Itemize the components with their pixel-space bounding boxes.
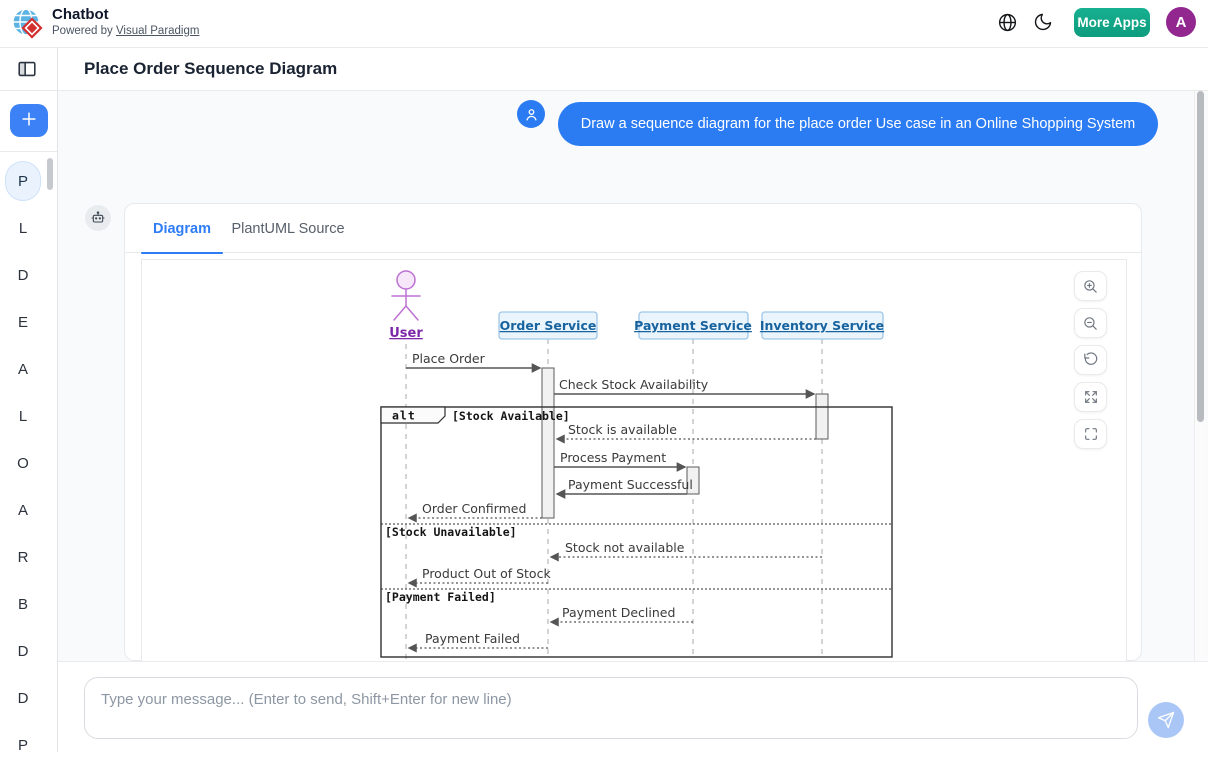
message-label: Stock not available <box>565 540 685 555</box>
sidebar-item-conversation[interactable]: E <box>17 313 28 331</box>
participant-label: Order Service <box>500 318 597 333</box>
sidebar-item-conversation[interactable]: D <box>17 266 29 284</box>
language-globe-icon[interactable] <box>996 12 1018 34</box>
more-apps-button[interactable]: More Apps <box>1074 8 1150 37</box>
message-label: Payment Successful <box>568 477 693 492</box>
diagram-panel: User Order Service Payment Service Inven… <box>141 259 1127 661</box>
message-input[interactable] <box>84 677 1138 739</box>
send-button[interactable] <box>1148 702 1184 738</box>
page-titlebar: Place Order Sequence Diagram <box>58 48 1208 91</box>
actor-user-label: User <box>389 326 423 341</box>
messages: Place Order Check Stock Availability Sto… <box>406 351 822 653</box>
sidebar-item-conversation[interactable]: P <box>5 161 41 201</box>
sidebar-item-conversation[interactable]: D <box>17 642 29 660</box>
new-chat-button[interactable] <box>10 104 48 137</box>
message-label: Payment Declined <box>562 605 675 620</box>
participant-payment-service[interactable]: Payment Service <box>634 311 752 340</box>
reset-view-icon[interactable] <box>1074 345 1107 375</box>
sidebar-item-conversation[interactable]: P <box>17 736 28 754</box>
app-title: Chatbot <box>52 6 109 23</box>
plus-icon <box>22 112 36 126</box>
zoom-in-icon[interactable] <box>1074 271 1107 301</box>
sidebar-item-conversation[interactable]: B <box>17 595 28 613</box>
sidebar: P L D E A L O A R B D D P <box>0 48 58 754</box>
dark-mode-moon-icon[interactable] <box>1032 12 1054 34</box>
bot-message-avatar <box>85 205 111 231</box>
message-label: Stock is available <box>568 422 677 437</box>
tab-plantuml-source[interactable]: PlantUML Source <box>231 220 345 237</box>
participant-label: Inventory Service <box>760 318 884 333</box>
message-label: Payment Failed <box>425 631 520 646</box>
alt-fragment: alt [Stock Available] [Stock Unavailable… <box>380 406 893 658</box>
sidebar-item-conversation[interactable]: A <box>17 501 28 519</box>
participant-inventory-service[interactable]: Inventory Service <box>760 311 884 340</box>
user-message-avatar <box>517 100 545 128</box>
message-label: Process Payment <box>560 450 666 465</box>
sidebar-item-conversation[interactable]: R <box>17 548 29 566</box>
page-title: Place Order Sequence Diagram <box>84 59 338 78</box>
message-label: Order Confirmed <box>422 501 526 516</box>
fragment-operator: alt <box>392 409 416 423</box>
sidebar-top-row <box>0 48 57 91</box>
activation-bars <box>541 367 829 519</box>
sidebar-toggle-icon[interactable] <box>14 57 40 83</box>
zoom-out-icon[interactable] <box>1074 308 1107 338</box>
bot-response-card: Diagram PlantUML Source <box>124 203 1142 661</box>
chat-scrollbar-track[interactable] <box>1194 91 1206 661</box>
powered-by: Powered by Visual Paradigm <box>52 25 200 37</box>
user-account-avatar[interactable]: A <box>1166 7 1196 37</box>
app-logo-icon <box>12 8 43 39</box>
diagram-zoom-toolbar <box>1074 271 1108 456</box>
sidebar-scrollbar-thumb[interactable] <box>47 158 53 190</box>
message-composer <box>58 661 1208 752</box>
main-area: Place Order Sequence Diagram Draw a sequ… <box>58 48 1208 752</box>
message-label: Place Order <box>412 351 486 366</box>
sidebar-divider <box>0 151 57 152</box>
robot-icon <box>91 211 105 223</box>
user-message-bubble: Draw a sequence diagram for the place or… <box>558 102 1158 146</box>
chat-scroll-area[interactable]: Draw a sequence diagram for the place or… <box>58 91 1208 661</box>
expand-icon[interactable] <box>1074 382 1107 412</box>
sidebar-item-conversation[interactable]: A <box>17 360 28 378</box>
tab-bar: Diagram PlantUML Source <box>125 204 1141 254</box>
message-label: Check Stock Availability <box>559 377 709 392</box>
sequence-diagram: User Order Service Payment Service Inven… <box>380 270 893 659</box>
message-label: Product Out of Stock <box>422 566 551 581</box>
sidebar-item-conversation[interactable]: O <box>17 454 29 472</box>
fragment-guard: [Stock Unavailable] <box>385 525 517 539</box>
participant-label: Payment Service <box>634 318 752 333</box>
participant-order-service[interactable]: Order Service <box>498 311 598 340</box>
app-header: Chatbot Powered by Visual Paradigm More … <box>0 0 1208 48</box>
chat-scrollbar-thumb[interactable] <box>1197 91 1204 422</box>
person-icon <box>525 108 537 120</box>
send-plane-icon <box>1157 711 1175 729</box>
actor-user[interactable]: User <box>389 270 423 341</box>
sidebar-item-conversation[interactable]: D <box>17 689 29 707</box>
sidebar-item-conversation[interactable]: L <box>18 407 28 425</box>
fragment-guard: [Payment Failed] <box>385 590 496 604</box>
fragment-guard: [Stock Available] <box>452 409 570 423</box>
sidebar-item-conversation[interactable]: L <box>18 219 28 237</box>
visual-paradigm-link[interactable]: Visual Paradigm <box>115 25 200 37</box>
tab-diagram[interactable]: Diagram <box>141 204 223 254</box>
fullscreen-icon[interactable] <box>1074 419 1107 449</box>
